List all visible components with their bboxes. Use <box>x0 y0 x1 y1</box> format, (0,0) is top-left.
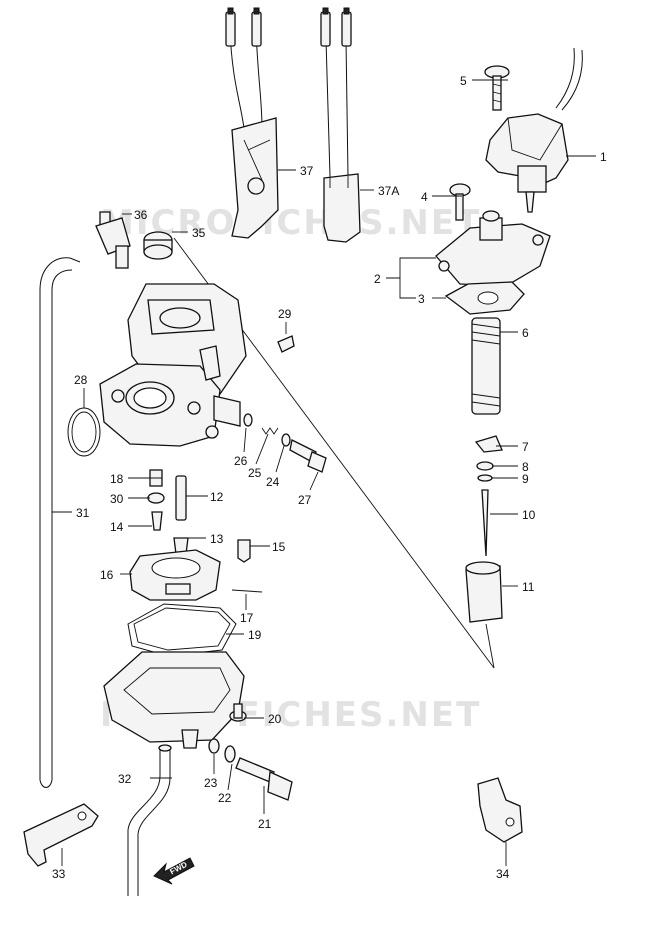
callout-13: 13 <box>210 532 224 546</box>
callout-7: 7 <box>522 440 529 454</box>
callout-5: 5 <box>460 74 467 88</box>
part-27-pilot-screw <box>289 439 327 473</box>
callout-labels: 1 2 3 4 5 6 7 8 9 10 11 12 13 14 15 16 1… <box>52 74 607 881</box>
callout-18: 18 <box>110 472 124 486</box>
callout-28: 28 <box>74 373 88 387</box>
part-24-washer <box>281 433 291 447</box>
fwd-arrow-icon: FWD <box>153 857 195 885</box>
callout-30: 30 <box>110 492 124 506</box>
part-1-solenoid <box>485 47 583 213</box>
callout-4: 4 <box>421 190 428 204</box>
part-23-washer <box>208 738 220 754</box>
callout-17: 17 <box>240 611 254 625</box>
callout-19: 19 <box>248 628 262 642</box>
callout-8: 8 <box>522 460 529 474</box>
part-6-spring <box>471 317 501 415</box>
callout-35: 35 <box>192 226 206 240</box>
part-16-float <box>129 549 221 601</box>
carburetor-body <box>99 283 247 447</box>
callout-3: 3 <box>418 292 425 306</box>
callout-32: 32 <box>118 772 132 786</box>
part-22-washer <box>224 745 236 763</box>
part-15-float-valve <box>237 539 251 563</box>
callout-27: 27 <box>298 493 312 507</box>
part-7-clip <box>474 435 503 453</box>
callout-15: 15 <box>272 540 286 554</box>
part-8-washer <box>476 461 494 471</box>
guide-line-2 <box>485 623 495 669</box>
callout-12: 12 <box>210 490 224 504</box>
callout-21: 21 <box>258 817 272 831</box>
callout-33: 33 <box>52 867 66 881</box>
part-37a-cable-clamp <box>320 7 361 243</box>
callout-2: 2 <box>374 272 381 286</box>
callout-1: 1 <box>600 150 607 164</box>
part-20-screw <box>229 703 247 722</box>
part-25-spring <box>261 427 279 435</box>
callout-25: 25 <box>248 466 262 480</box>
part-35-cap <box>143 231 173 260</box>
part-9-washer <box>477 474 493 482</box>
callout-31: 31 <box>76 506 90 520</box>
part-26-o-ring <box>243 413 253 427</box>
part-10-jet-needle <box>481 489 489 557</box>
part-37-cable-bracket <box>225 7 279 239</box>
part-3-gasket <box>444 281 525 315</box>
part-28-o-ring <box>67 407 101 457</box>
part-11-throttle-valve <box>465 561 503 623</box>
part-19-gasket <box>127 603 237 657</box>
callout-9: 9 <box>522 472 529 486</box>
callout-10: 10 <box>522 508 536 522</box>
callout-34: 34 <box>496 867 510 881</box>
callout-16: 16 <box>100 568 114 582</box>
part-31-tube <box>39 257 81 788</box>
callout-37a: 37A <box>378 184 399 198</box>
callout-24: 24 <box>266 475 280 489</box>
callout-6: 6 <box>522 326 529 340</box>
part-36-starter-plunger <box>95 211 131 269</box>
part-12-nozzle <box>175 475 187 521</box>
part-30-o-ring <box>147 492 165 504</box>
callout-26: 26 <box>234 454 248 468</box>
callout-36: 36 <box>134 208 148 222</box>
leader-lines <box>52 79 596 866</box>
part-21-drain-screw <box>235 757 293 801</box>
part-32-drain-tube <box>127 744 172 896</box>
callout-23: 23 <box>204 776 218 790</box>
callout-14: 14 <box>110 520 124 534</box>
callout-22: 22 <box>218 791 232 805</box>
callout-20: 20 <box>268 712 282 726</box>
part-17-pin <box>231 589 263 593</box>
part-34-clip <box>477 777 523 843</box>
part-14-jet <box>151 511 163 531</box>
callout-11: 11 <box>522 580 535 594</box>
part-5-screw <box>484 65 510 111</box>
callout-29: 29 <box>278 307 292 321</box>
callout-37: 37 <box>300 164 314 178</box>
part-29-screw <box>277 335 295 353</box>
part-33-bracket <box>23 803 99 867</box>
